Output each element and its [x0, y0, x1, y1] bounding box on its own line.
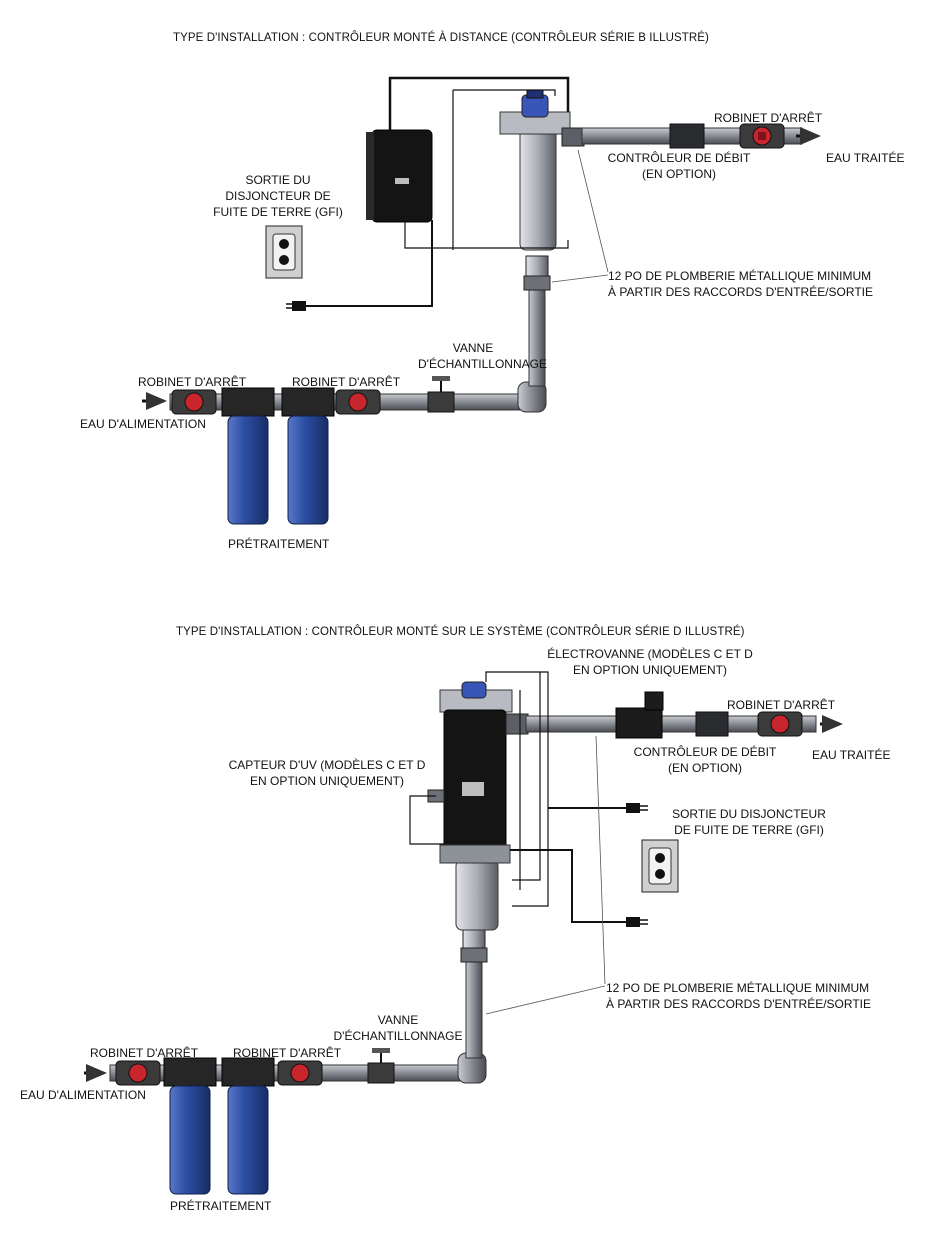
diagram-system-mounted-controller	[84, 671, 843, 1195]
flow-controller-1	[669, 123, 705, 149]
plug-1	[292, 301, 306, 311]
riser-pipe-2	[465, 959, 483, 1059]
sampling-valve-1	[427, 376, 455, 413]
pretreatment-filter-2a	[163, 1057, 217, 1195]
pretreatment-filter-1a	[221, 387, 275, 525]
power-cord-1	[305, 220, 433, 307]
inlet-valve-label-2a: ROBINET D'ARRÊT	[90, 1046, 199, 1060]
outlet-pipe-2	[525, 715, 817, 733]
outlet-shutoff-valve-1	[739, 123, 785, 149]
controller-1-mount	[366, 132, 374, 220]
feed-water-label-2: EAU D'ALIMENTATION	[20, 1088, 146, 1102]
treated-water-label-1: EAU TRAITÉE	[826, 151, 905, 165]
diagram-1-title: TYPE D'INSTALLATION : CONTRÔLEUR MONTÉ À…	[173, 32, 709, 44]
inlet-shutoff-valve-2b	[277, 1060, 323, 1086]
pretreatment-filter-1b	[281, 387, 335, 525]
uv-sensor-label-2: CAPTEUR D'UV (MODÈLES C ET D EN OPTION U…	[228, 758, 426, 788]
inlet-shutoff-valve-2a	[115, 1060, 161, 1086]
uv-lamp-cap-top-1	[526, 89, 544, 99]
lamp-cable-1	[388, 76, 570, 130]
pretreatment-label-2: PRÉTRAITEMENT	[170, 1199, 272, 1213]
inlet-valve-label-2b: ROBINET D'ARRÊT	[233, 1046, 342, 1060]
flow-controller-2	[695, 711, 729, 737]
inlet-valve-label-1b: ROBINET D'ARRÊT	[292, 375, 401, 389]
controller-2	[443, 709, 507, 851]
controller-2-base	[439, 844, 511, 864]
uv-lamp-cap-2	[461, 681, 487, 699]
sampling-valve-label-1: VANNE D'ÉCHANTILLONNAGE	[418, 341, 547, 371]
pretreatment-label-1: PRÉTRAITEMENT	[228, 537, 330, 551]
union-2	[460, 947, 488, 963]
feed-water-label-1: EAU D'ALIMENTATION	[80, 417, 206, 431]
sampling-valve-2	[367, 1048, 395, 1084]
diagram-2-title: TYPE D'INSTALLATION : CONTRÔLEUR MONTÉ S…	[176, 626, 745, 638]
sensor-wires-1	[404, 89, 569, 250]
treated-water-label-2: EAU TRAITÉE	[812, 748, 891, 762]
outlet-fitting-1	[561, 127, 585, 147]
union-2b	[462, 927, 486, 949]
union-1	[523, 275, 551, 291]
uv-chamber-1	[519, 127, 557, 251]
inlet-valve-label-1a: ROBINET D'ARRÊT	[138, 375, 247, 389]
sensor-wires-2	[409, 671, 549, 907]
plug-2a	[626, 803, 640, 813]
flow-controller-label-1: CONTRÔLEUR DE DÉBIT (EN OPTION)	[607, 151, 751, 181]
pretreatment-filter-2b	[221, 1057, 275, 1195]
plug-2b	[626, 917, 640, 927]
outlet-valve-label-2: ROBINET D'ARRÊT	[727, 698, 836, 712]
union-1b	[525, 255, 549, 277]
diagram-remote-controller	[142, 76, 821, 525]
gfi-label-1: SORTIE DU DISJONCTEUR DE FUITE DE TERRE …	[213, 173, 343, 219]
power-cord-2b	[510, 849, 628, 923]
plumbing-note-1: 12 PO DE PLOMBERIE MÉTALLIQUE MINIMUM À …	[608, 269, 874, 299]
solenoid-label-2: ÉLECTROVANNE (MODÈLES C ET D EN OPTION U…	[547, 647, 753, 677]
gfi-label-2: SORTIE DU DISJONCTEUR DE FUITE DE TERRE …	[672, 807, 826, 837]
flow-controller-label-2: CONTRÔLEUR DE DÉBIT (EN OPTION)	[633, 745, 777, 775]
controller-1-display	[395, 178, 409, 184]
inlet-shutoff-valve-1a	[171, 389, 217, 415]
uv-chamber-2	[455, 859, 499, 931]
solenoid-valve-2	[615, 691, 664, 739]
outlet-shutoff-valve-2	[757, 711, 803, 737]
inlet-shutoff-valve-1b	[335, 389, 381, 415]
outlet-valve-label-1: ROBINET D'ARRÊT	[714, 111, 823, 125]
gfi-outlet-2	[641, 839, 679, 893]
controller-1	[371, 129, 433, 223]
sampling-valve-label-2: VANNE D'ÉCHANTILLONNAGE	[333, 1013, 463, 1043]
controller-2-display	[462, 782, 484, 796]
outlet-fitting-2	[505, 713, 529, 735]
plumbing-note-2: 12 PO DE PLOMBERIE MÉTALLIQUE MINIMUM À …	[606, 981, 872, 1011]
gfi-outlet-1	[265, 225, 303, 279]
